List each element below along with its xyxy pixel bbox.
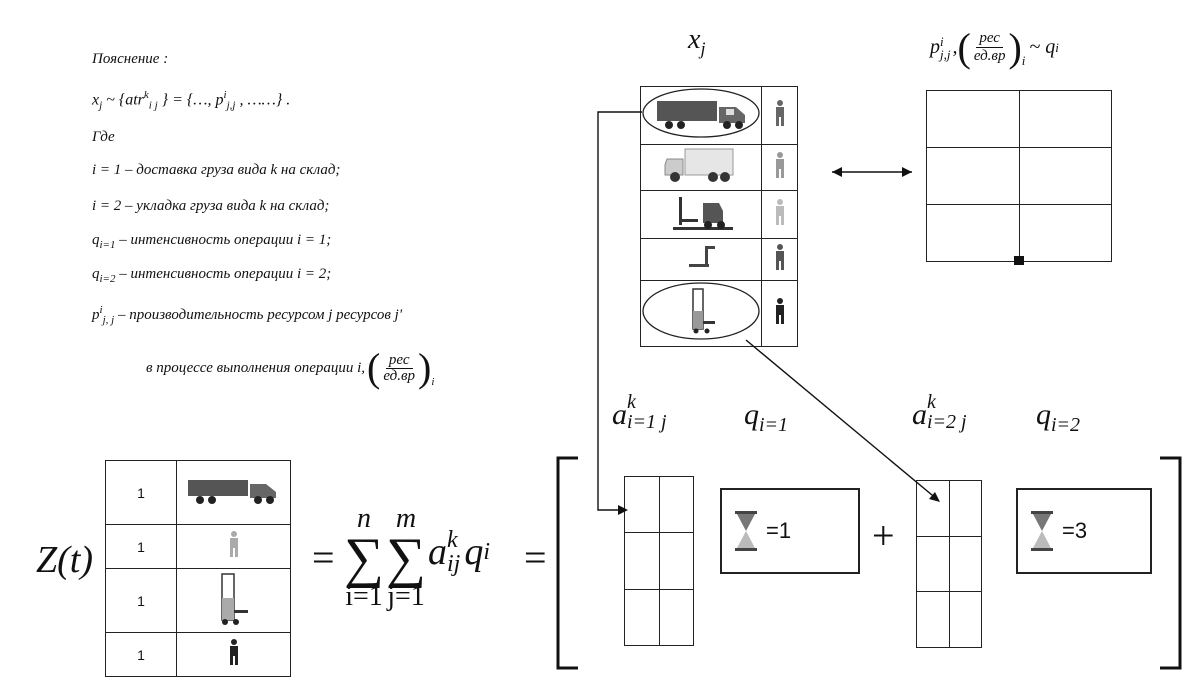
explanation-where: Где xyxy=(92,129,115,145)
resource-row xyxy=(640,86,798,145)
person-cell xyxy=(761,238,798,281)
grid-cell xyxy=(926,147,1020,205)
z-icon-cell xyxy=(176,460,291,525)
semi-truck-icon xyxy=(642,88,760,138)
resource-row xyxy=(640,144,798,191)
q1-label: qi=1 xyxy=(744,398,789,436)
explanation-i2: i = 2 – укладка груза вида k на склад; xyxy=(92,198,330,214)
matrix-cell xyxy=(948,591,982,648)
unit-denominator: ед.вр xyxy=(383,367,416,384)
matrix-a2 xyxy=(916,480,982,648)
grid-cell xyxy=(1018,90,1112,148)
grid-anchor-square xyxy=(1014,256,1024,265)
z-icon-cell xyxy=(176,632,291,677)
z-count: 1 xyxy=(105,568,177,633)
person-cell xyxy=(761,144,798,191)
resource-row xyxy=(640,238,798,281)
box-truck-icon xyxy=(664,148,734,182)
sum-i: n ∑ i=1 xyxy=(342,505,386,611)
matrix-cell xyxy=(948,480,982,537)
unit-numerator: рес xyxy=(385,352,413,369)
forklift-icon xyxy=(673,197,733,230)
hourglass-icon xyxy=(1031,511,1053,551)
z-icon-cell xyxy=(176,524,291,569)
explanation-title: Пояснение : xyxy=(92,51,169,67)
z-count: 1 xyxy=(105,524,177,569)
p-unit-numerator: рес xyxy=(976,30,1003,48)
resource-row xyxy=(640,190,798,239)
z-row: 1 xyxy=(105,568,291,633)
matrix-cell xyxy=(658,588,694,647)
worker-icon xyxy=(229,531,238,557)
grid-cell xyxy=(926,204,1020,262)
worker-icon xyxy=(775,298,784,324)
matrix-cell xyxy=(658,475,694,534)
sum-j-lower: j=1 xyxy=(387,581,425,613)
xj-label: xj xyxy=(688,24,706,59)
explanation-q2: qi=2 – интенсивность операции i = 2; xyxy=(92,266,332,285)
matrix-cell xyxy=(624,475,660,534)
z-count: 1 xyxy=(105,632,177,677)
z-count: 1 xyxy=(105,460,177,525)
z-row: 1 xyxy=(105,460,291,525)
sum-i-upper: n xyxy=(357,503,371,534)
p-unit-denominator: ед.вр xyxy=(973,48,1006,64)
explanation-process: в процессе выполнения операции i, ( рес … xyxy=(146,345,435,390)
z-row: 1 xyxy=(105,632,291,677)
explanation-line-xj: xj ~ {atrki j } = {…, pij,j , ……} . xyxy=(92,89,291,112)
equals-sign: = xyxy=(312,535,335,580)
sum-j: m ∑ j=1 xyxy=(384,505,428,611)
truck-icon xyxy=(187,480,276,504)
explanation-q1: qi=1 – интенсивность операции i = 1; xyxy=(92,232,332,251)
equals-sign-2: = xyxy=(524,535,547,580)
resource-cell xyxy=(640,86,762,145)
z-of-t: Z(t) xyxy=(36,539,93,581)
q2-box: =3 xyxy=(1016,488,1152,574)
resource-cell xyxy=(640,190,762,239)
z-row: 1 xyxy=(105,524,291,569)
left-bracket xyxy=(556,456,578,670)
q2-label: qi=2 xyxy=(1036,398,1081,436)
matrix-a1 xyxy=(624,475,694,647)
worker-icon xyxy=(775,152,784,178)
explanation-p: pij, j – производительность ресурсом j р… xyxy=(92,304,403,326)
person-cell xyxy=(761,280,798,347)
sum-j-upper: m xyxy=(395,503,417,534)
plus-sign: + xyxy=(872,513,895,558)
double-arrow xyxy=(832,167,912,177)
grid-cell xyxy=(1018,147,1112,205)
pallet-jack-icon xyxy=(689,246,715,267)
hourglass-icon xyxy=(735,511,757,551)
worker-icon xyxy=(229,639,238,665)
worker-icon xyxy=(775,244,784,270)
q1-value: =1 xyxy=(766,518,792,543)
z-table: 1 1 1 1 xyxy=(105,460,291,677)
sum-i-lower: i=1 xyxy=(345,581,383,613)
matrix-cell xyxy=(658,532,694,590)
productivity-grid xyxy=(926,90,1112,262)
person-cell xyxy=(761,190,798,239)
q1-box: =1 xyxy=(720,488,860,574)
grid-cell xyxy=(1018,204,1112,262)
q2-value: =3 xyxy=(1062,518,1088,543)
matrix-cell xyxy=(624,588,660,647)
stacker-icon xyxy=(642,282,760,340)
worker-icon xyxy=(775,199,784,225)
explanation-i1: i = 1 – доставка груза вида k на склад; xyxy=(92,162,341,178)
resource-row xyxy=(640,280,798,347)
worker-icon xyxy=(775,100,784,126)
right-bracket xyxy=(1160,456,1182,670)
matrix-cell xyxy=(916,591,950,648)
forklift-icon xyxy=(220,573,248,625)
resource-table xyxy=(640,86,798,347)
resource-cell xyxy=(640,238,762,281)
resource-cell xyxy=(640,144,762,191)
